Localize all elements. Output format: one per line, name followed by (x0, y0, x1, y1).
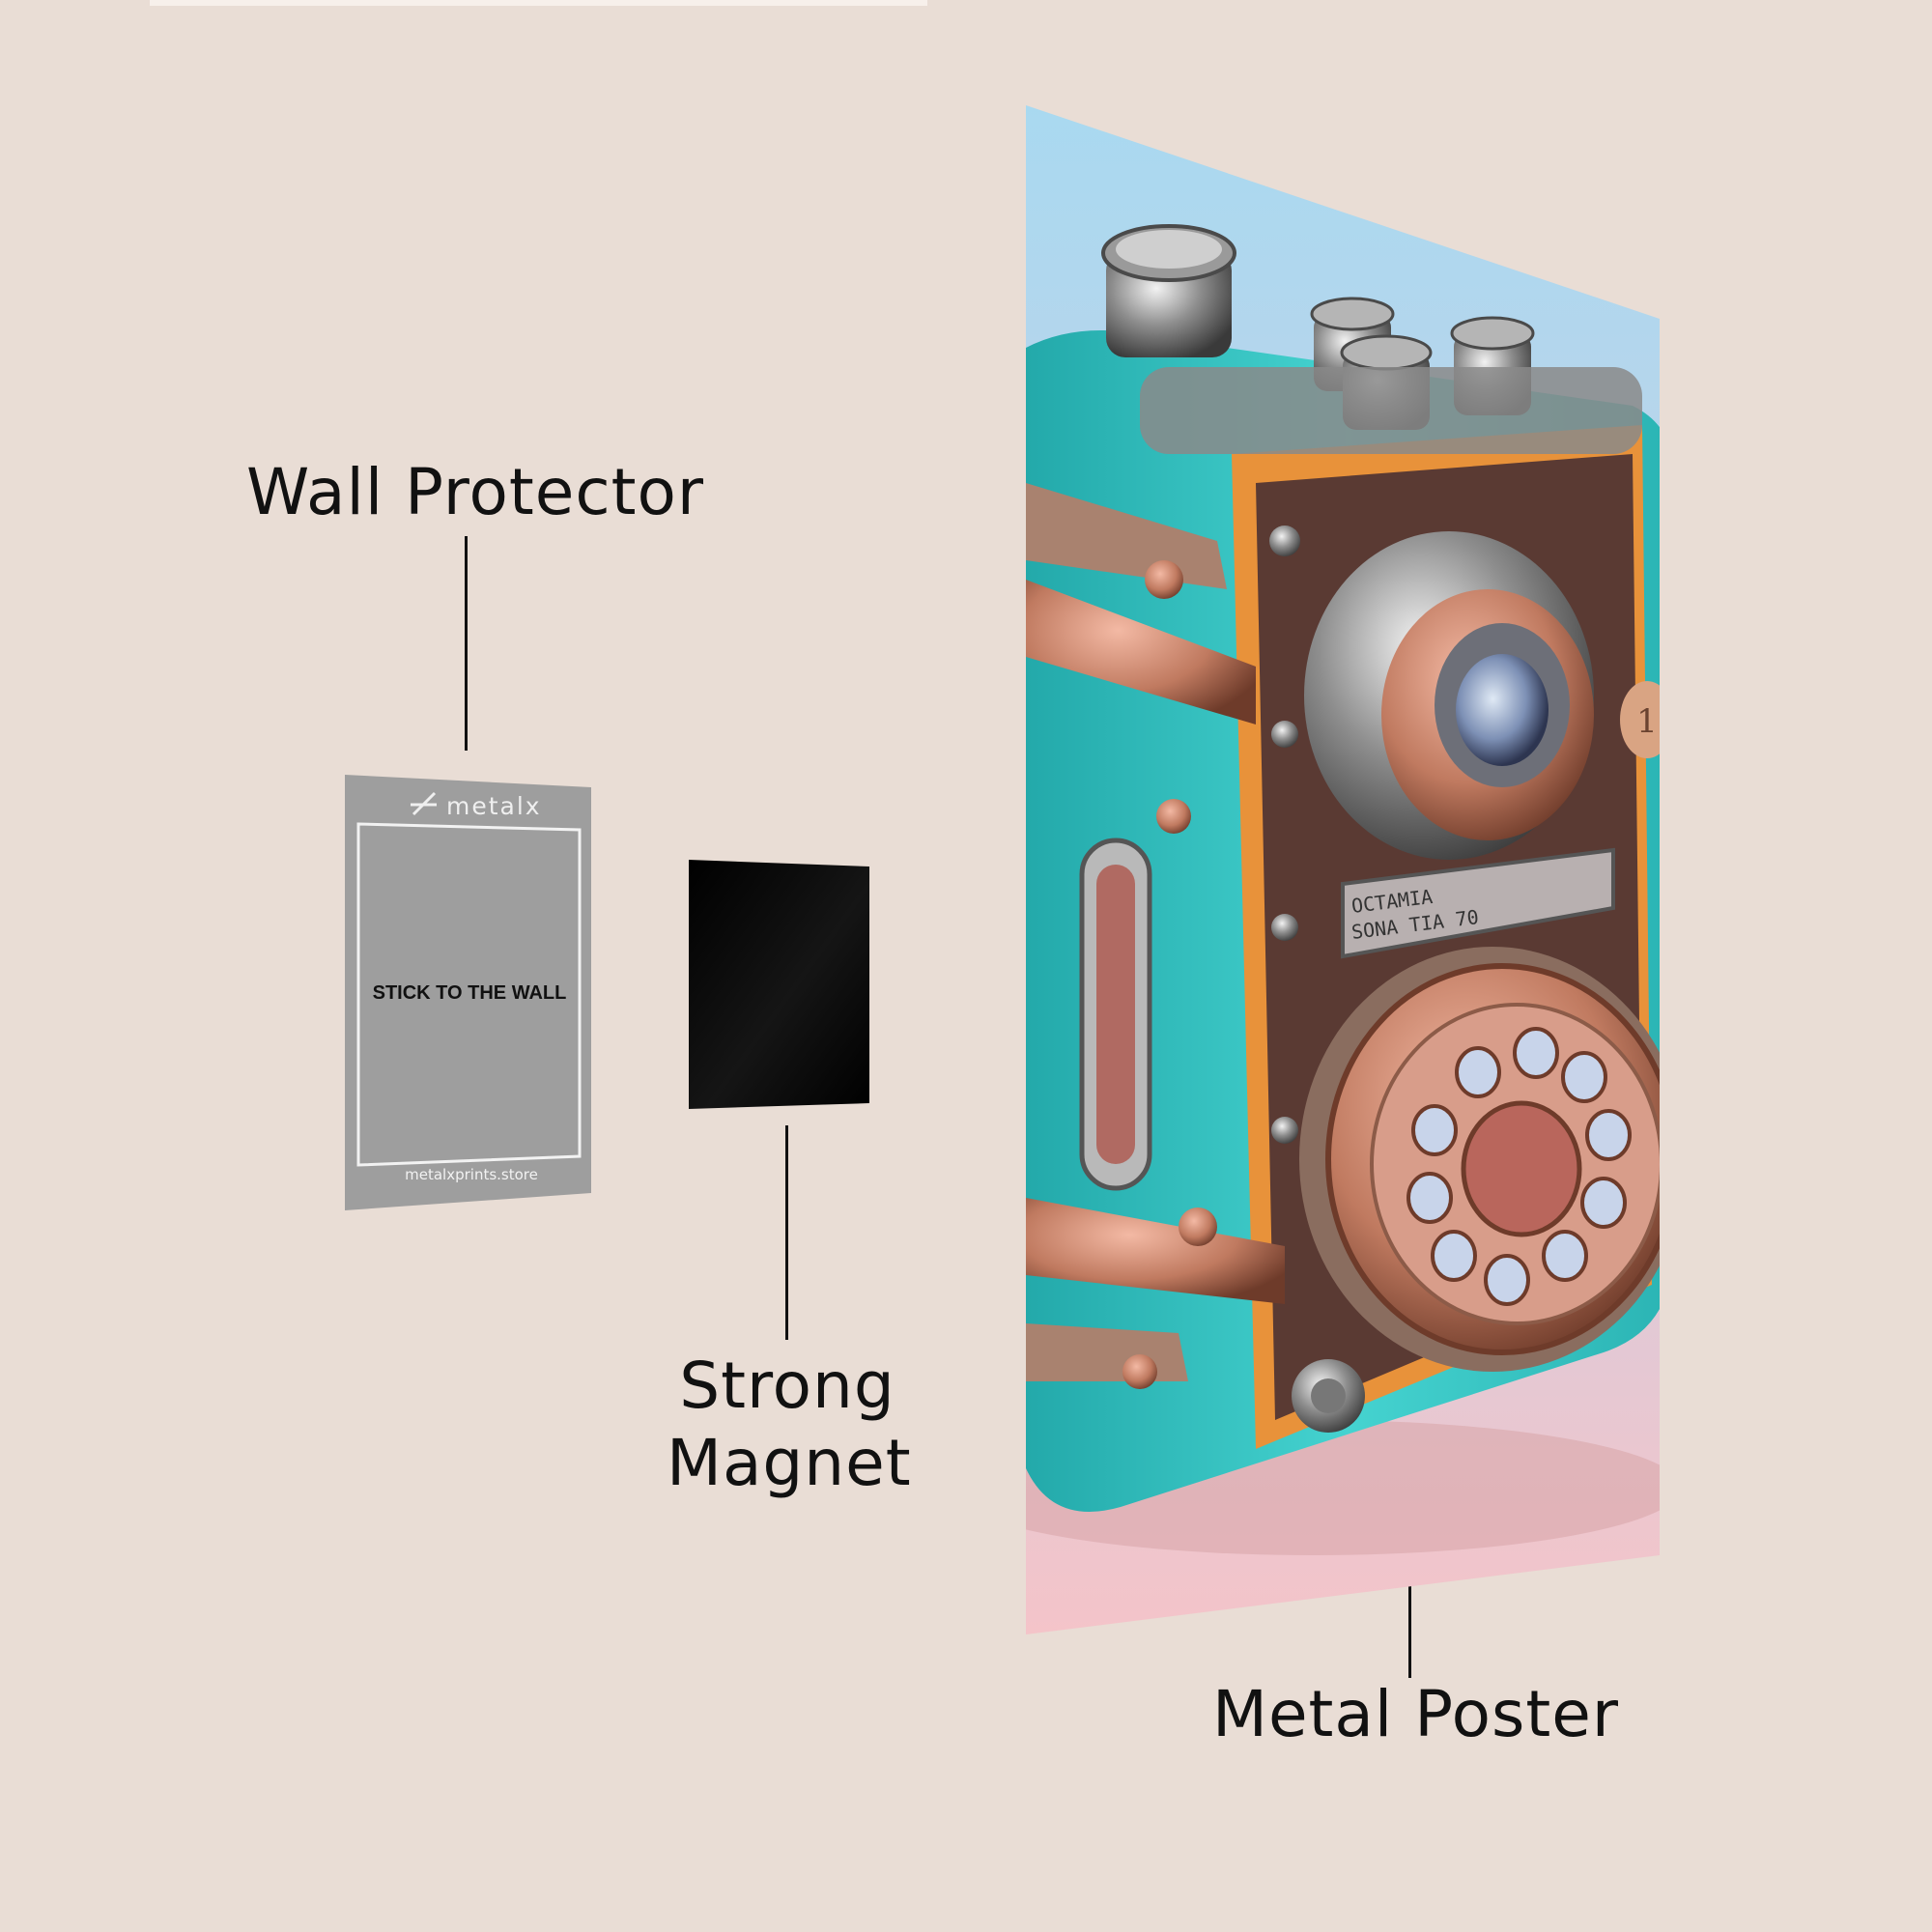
top-knob-icon (1101, 224, 1236, 357)
top-edge-strip (150, 0, 927, 6)
camera-lens-icon (1304, 531, 1594, 860)
wall-protector-center-text: STICK TO THE WALL (373, 982, 567, 1004)
strong-magnet-leader-line (785, 1125, 788, 1340)
wall-protector-brand: metalx (446, 792, 542, 820)
wall-protector-footer: metalxprints.store (405, 1166, 538, 1183)
strong-magnet-label: Strong Magnet (667, 1348, 911, 1502)
metal-poster-leader-line (1408, 1538, 1411, 1678)
rotary-dial-icon (1299, 947, 1660, 1372)
metalx-logo-icon (411, 791, 437, 816)
wall-protector-leader-line (465, 536, 468, 751)
retro-camera-artwork: 1 OCTAMIA SONA TIA 70 (1026, 224, 1660, 1555)
strong-magnet-label-line2: Magnet (667, 1426, 912, 1500)
dial-badge-text: 1 (1636, 702, 1658, 741)
wall-protector-label: Wall Protector (246, 455, 705, 529)
metal-poster-label: Metal Poster (1212, 1677, 1620, 1751)
strong-magnet-label-line1: Strong (679, 1349, 895, 1423)
